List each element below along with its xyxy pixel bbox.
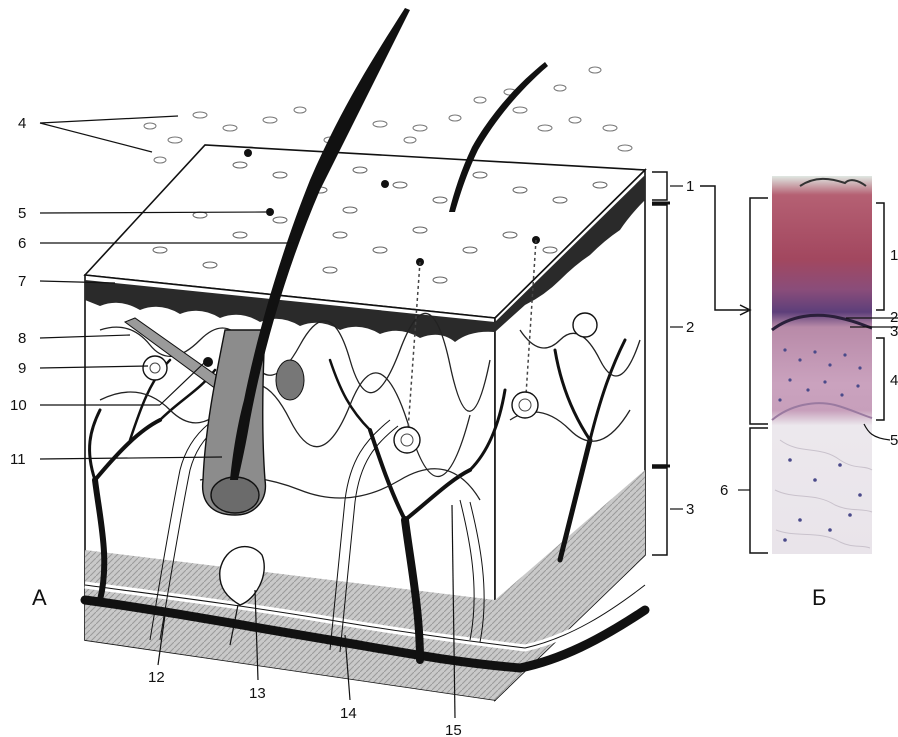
label-14: 14 — [340, 705, 357, 722]
label-7: 7 — [18, 273, 26, 290]
label-b4: 4 — [890, 372, 898, 389]
hair-bulb — [211, 477, 259, 513]
label-5: 5 — [18, 205, 26, 222]
label-13: 13 — [249, 685, 266, 702]
pore-marker — [381, 180, 389, 188]
panel-b-label: Б — [812, 585, 826, 610]
label-10: 10 — [10, 397, 27, 414]
panel-a-label: А — [32, 585, 47, 610]
pore-marker — [244, 149, 252, 157]
skin-block — [85, 8, 670, 700]
label-4: 4 — [18, 115, 26, 132]
arrow-to-histology — [700, 186, 750, 315]
label-9: 9 — [18, 360, 26, 377]
label-11: 11 — [10, 451, 26, 468]
label-15: 15 — [445, 722, 462, 737]
label-6: 6 — [18, 235, 26, 252]
label-2: 2 — [686, 319, 694, 336]
label-b3: 3 — [890, 323, 898, 340]
layer-brackets-a — [652, 172, 670, 555]
label-b5: 5 — [890, 432, 898, 449]
pore-marker — [266, 208, 274, 216]
sebaceous-gland — [276, 360, 304, 400]
histology-image — [772, 176, 872, 554]
label-1: 1 — [686, 178, 694, 195]
label-b6: 6 — [720, 482, 728, 499]
histology-section: 1 2 3 4 5 6 Б — [720, 176, 898, 610]
label-8: 8 — [18, 330, 26, 347]
label-12: 12 — [148, 669, 165, 686]
label-3: 3 — [686, 501, 694, 518]
label-b1: 1 — [890, 247, 898, 264]
